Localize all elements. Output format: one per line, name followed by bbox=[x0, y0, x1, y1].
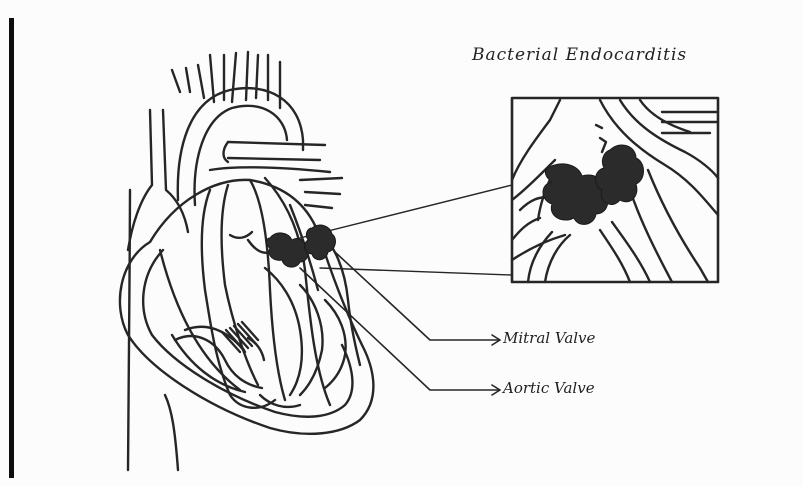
heart-vegetation-2 bbox=[305, 225, 336, 260]
aortic-valve-label: Aortic Valve bbox=[501, 379, 595, 397]
aortic-pointer bbox=[300, 268, 500, 390]
mitral-valve-label: Mitral Valve bbox=[502, 329, 596, 347]
inset-vegetation-2 bbox=[595, 145, 643, 205]
vena-cava bbox=[128, 110, 152, 250]
inset-pointer-bottom bbox=[320, 268, 512, 275]
heart-outline bbox=[120, 180, 373, 434]
pulmonary-trunk bbox=[228, 142, 325, 145]
diagram-title: Bacterial Endocarditis bbox=[471, 45, 687, 65]
mitral-pointer bbox=[335, 252, 500, 340]
